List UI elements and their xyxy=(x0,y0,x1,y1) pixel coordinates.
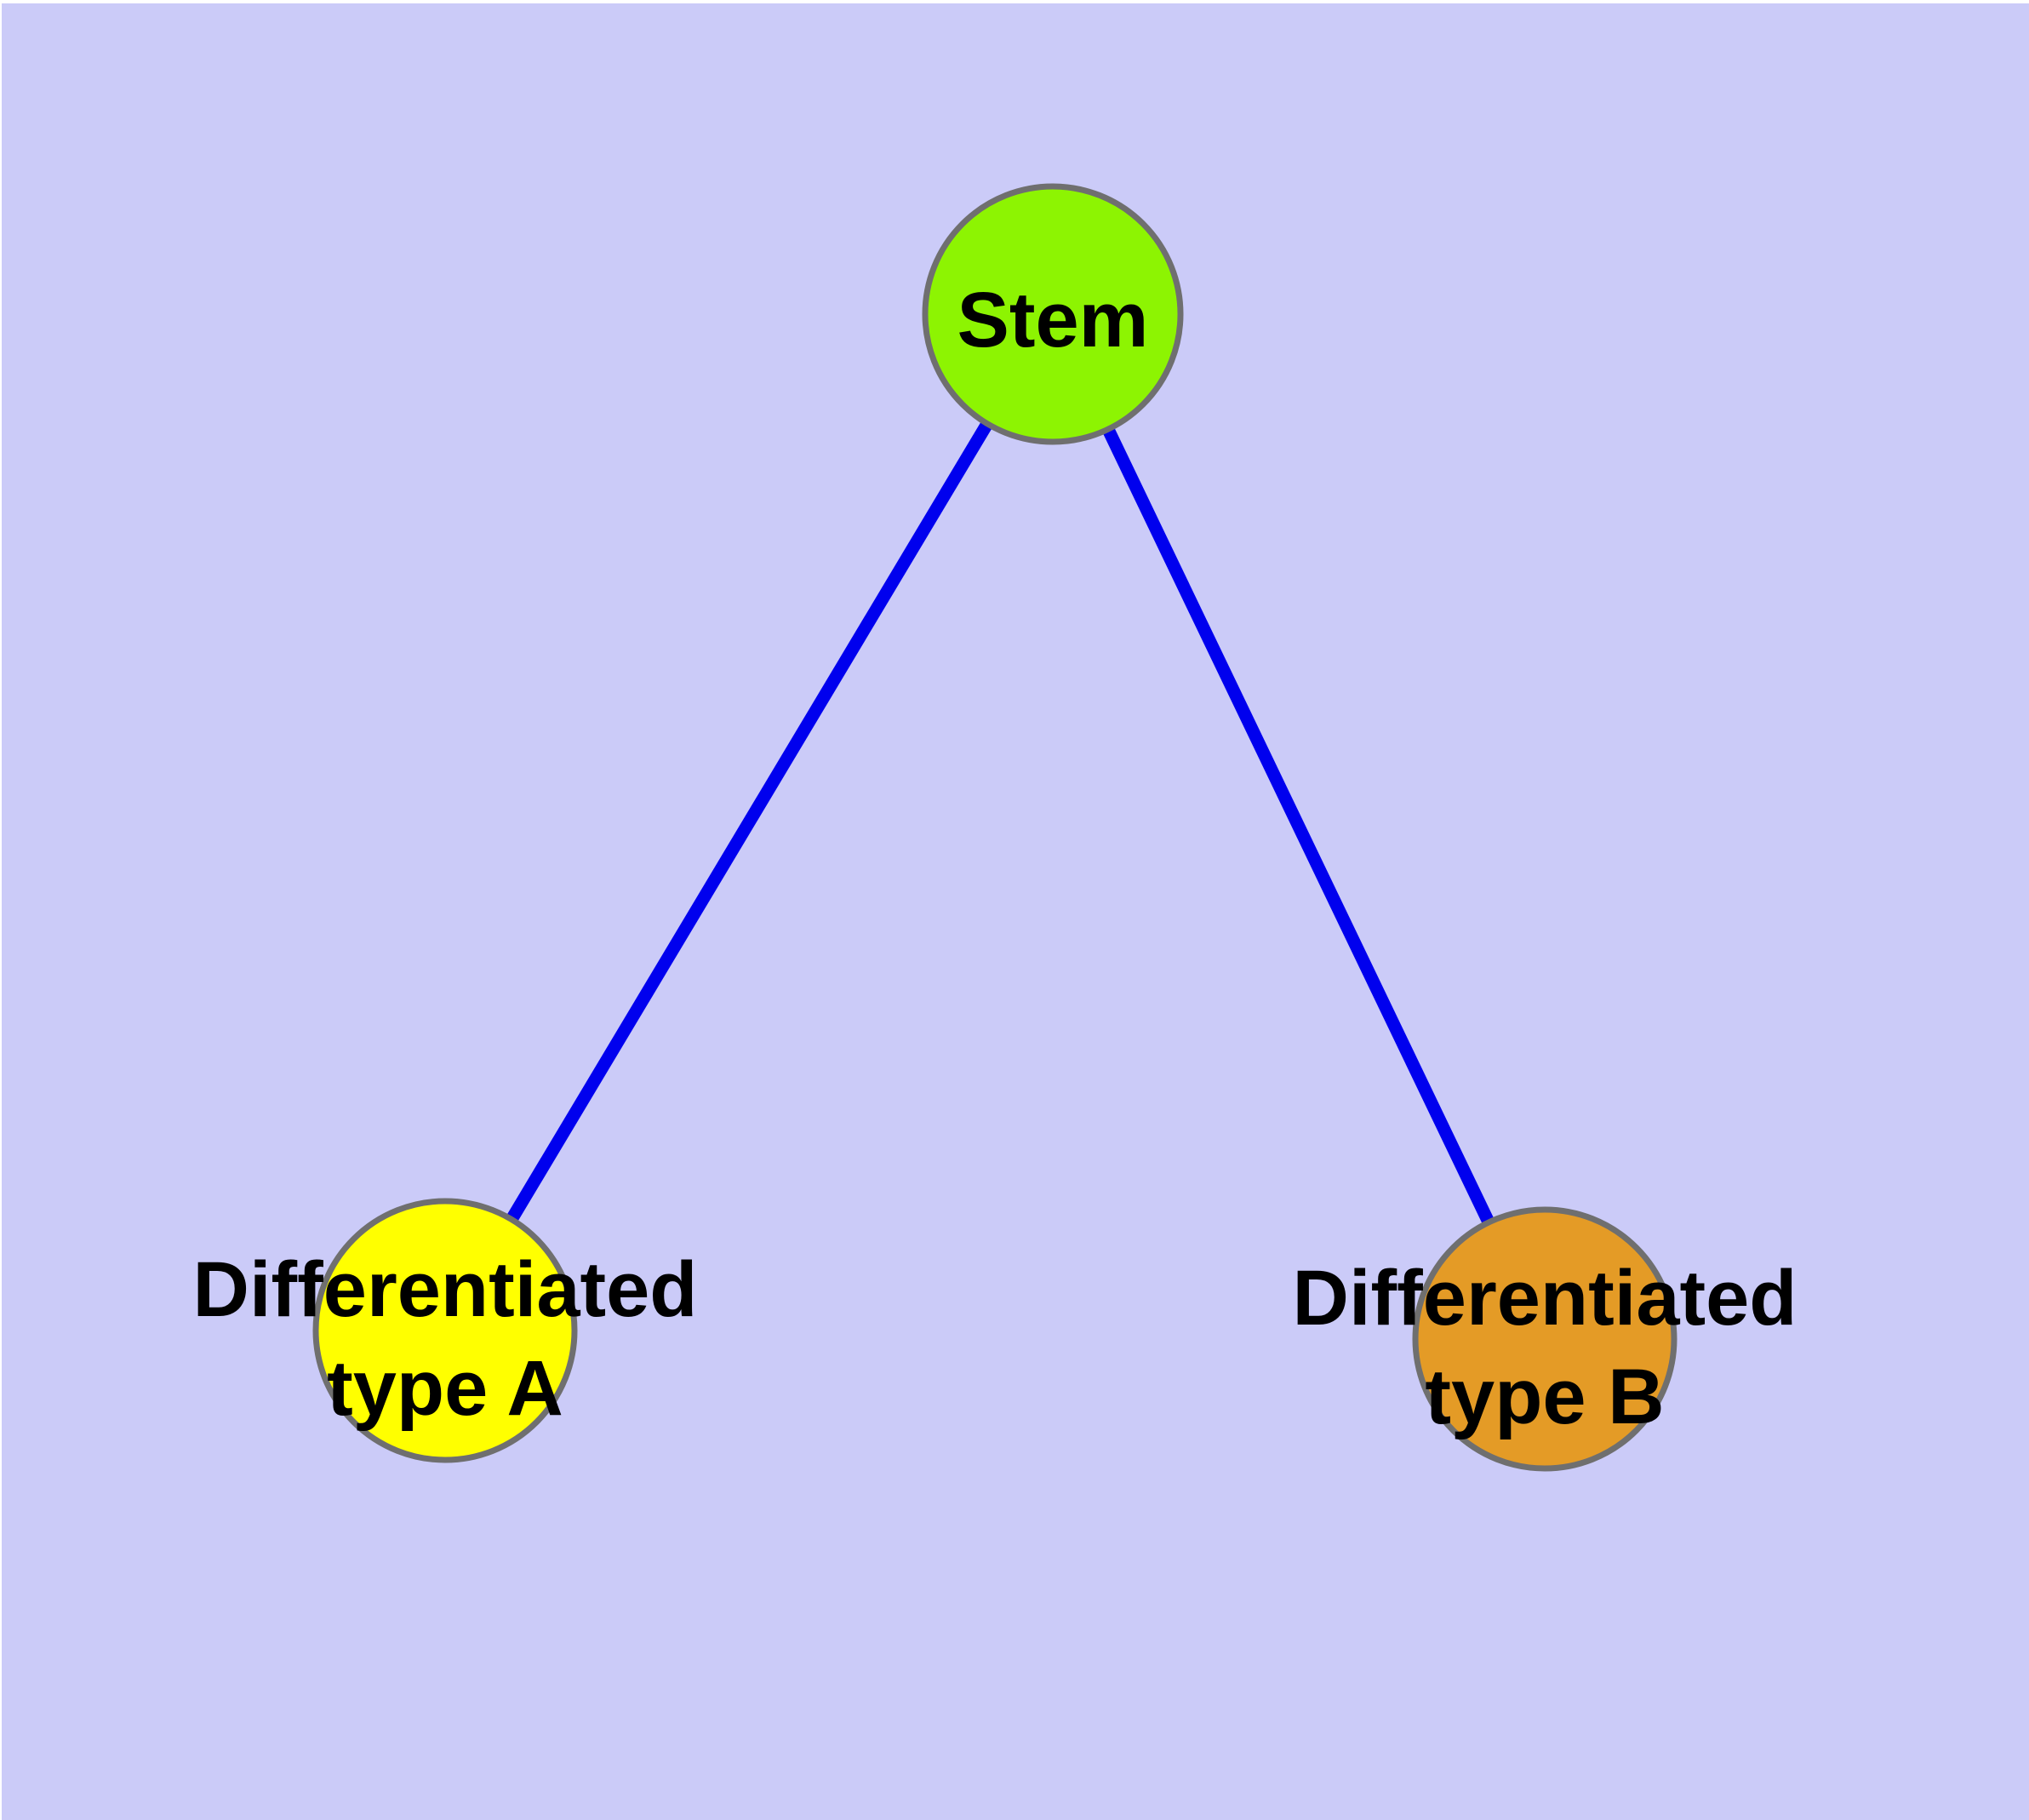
node-type-b-label-line1: Differentiated xyxy=(1293,1255,1798,1342)
node-differentiated-type-b[interactable] xyxy=(1412,1206,1677,1472)
node-stem[interactable] xyxy=(922,183,1184,445)
node-type-b-label-line2: type B xyxy=(1425,1354,1664,1440)
node-stem-label: Stem xyxy=(957,277,1149,363)
node-differentiated-type-a[interactable] xyxy=(312,1198,578,1463)
edge-stem-to-type-b xyxy=(1047,311,1551,1342)
node-type-a-label-line2: type A xyxy=(327,1345,563,1432)
top-margin-strip xyxy=(0,0,2029,3)
node-type-a-label-line1: Differentiated xyxy=(193,1246,698,1333)
edge-stem-to-type-a xyxy=(439,311,1059,1334)
left-margin-strip xyxy=(0,0,2,1820)
